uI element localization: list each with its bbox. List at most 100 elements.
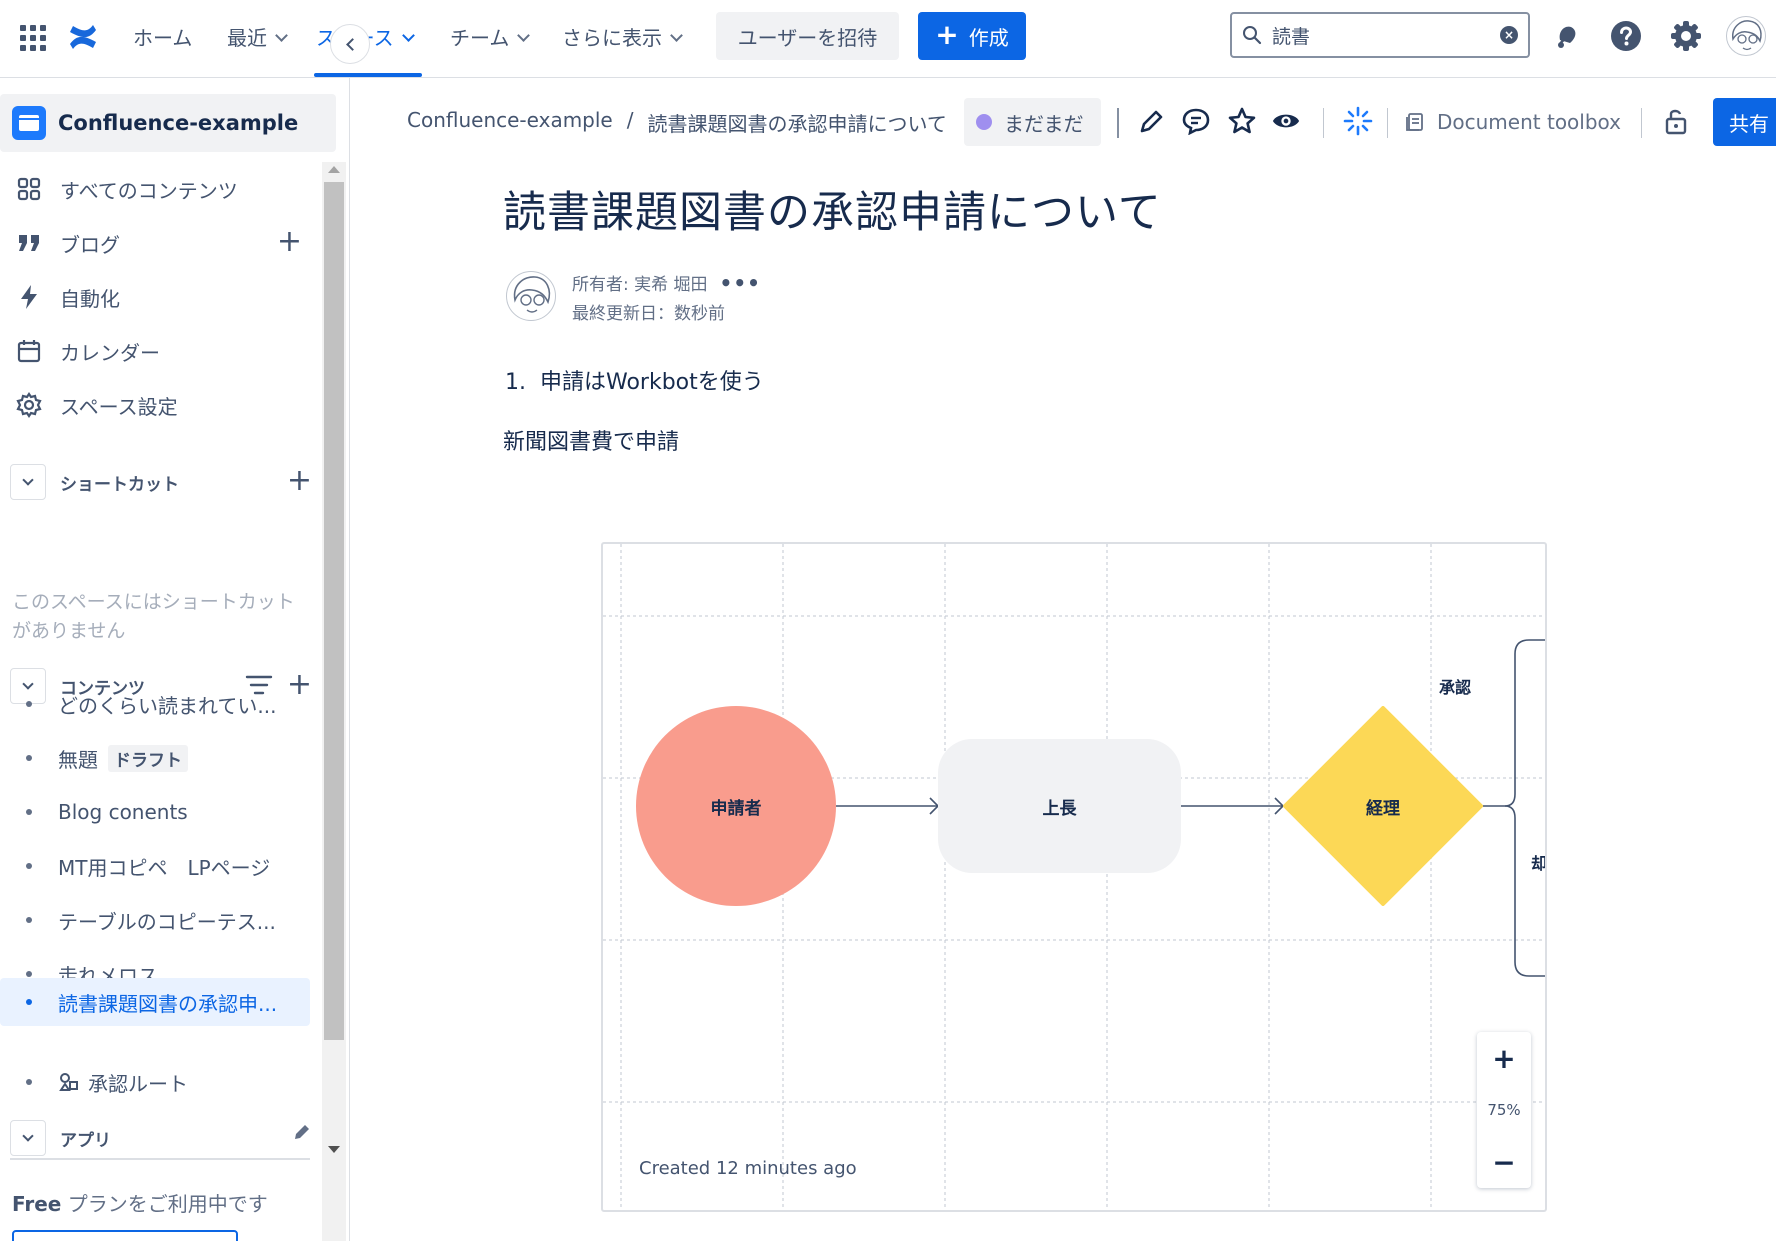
zoom-out-button[interactable]: − [1492,1145,1516,1179]
lightning-icon [14,284,44,310]
sidebar-item-blog[interactable]: ブログ + [0,218,316,268]
scroll-up-arrow-icon[interactable] [328,166,340,173]
chevron-down-icon [275,29,288,42]
breadcrumb: Confluence-example / 読書課題図書の承認申請について [407,108,947,137]
toolbar-separator [1323,108,1324,138]
search-input[interactable] [1272,24,1490,46]
breadcrumb-space-link[interactable]: Confluence-example [407,108,613,132]
tree-item[interactable]: MT用コピペ LPページ [0,842,310,890]
nav-teams[interactable]: チーム [450,20,531,56]
document-icon [1406,113,1423,131]
space-header[interactable]: Confluence-example [0,94,336,152]
plan-notice: Free プランをご利用中です [12,1192,268,1216]
watch-eye-icon[interactable] [1271,106,1301,136]
plan-upgrade-button[interactable] [12,1230,238,1241]
edit-pencil-icon[interactable] [292,1122,312,1142]
breadcrumb-page-link[interactable]: 読書課題図書の承認申請について [647,112,947,136]
sidebar-item-all-content[interactable]: すべてのコンテンツ [0,164,316,214]
app-switcher-icon[interactable] [20,25,46,51]
more-actions-icon[interactable]: ••• [719,270,761,295]
tree-item[interactable]: 走れメロス [0,950,310,998]
chevron-down-icon [670,29,683,42]
help-icon[interactable] [1608,18,1644,54]
toolbar-separator [1387,108,1388,138]
created-timestamp: Created 12 minutes ago [639,1158,857,1179]
settings-gear-icon[interactable] [1668,18,1704,54]
sidebar-item-space-settings[interactable]: スペース設定 [0,380,316,430]
node-applicant[interactable]: 申請者 [636,706,836,906]
space-name: Confluence-example [58,111,299,135]
notifications-icon[interactable] [1548,18,1584,54]
toolbar-separator [1117,108,1119,138]
apps-toggle-chevron-icon[interactable] [10,1120,46,1156]
sidebar-item-calendar[interactable]: カレンダー [0,326,316,376]
sidebar-divider [10,1158,310,1160]
owner-info: 所有者: 実希 堀田 ••• [572,270,761,296]
gear-icon [14,392,44,418]
draft-badge: ドラフト [108,744,188,772]
whiteboard-icon [59,1073,78,1091]
tree-item[interactable]: テーブルのコピーテス... [0,896,310,944]
page-status-button[interactable]: まだまだ [964,98,1101,146]
comment-icon[interactable] [1181,106,1211,136]
page-title: 読書課題図書の承認申請について [503,188,1162,238]
apps-section-header: アプリ [10,1118,316,1158]
chevron-down-icon [401,29,415,42]
whiteboard-embed[interactable]: 申請者 上長 経理 承認 却 + 75% − Created 12 minute… [601,542,1547,1212]
sidebar-item-automation[interactable]: 自動化 [0,272,316,322]
toolbar-separator [1641,108,1642,138]
edge-label-reject: 却 [1531,854,1547,873]
collapse-sidebar-button[interactable] [330,24,370,64]
quote-icon [14,233,44,253]
confluence-logo-icon[interactable] [66,20,100,54]
content-section-header: コンテンツ + [10,666,316,706]
active-nav-indicator [314,73,422,77]
add-content-icon[interactable]: + [286,667,312,702]
edit-pencil-icon[interactable] [1137,106,1167,136]
add-shortcut-icon[interactable]: + [286,463,312,498]
grid-icon [14,177,44,201]
plus-icon: + [935,17,959,51]
nav-home[interactable]: ホーム [133,26,193,50]
tree-item[interactable]: 無題ドラフト [0,734,310,782]
search-icon [1243,26,1262,45]
zoom-controls: + 75% − [1477,1032,1531,1188]
document-toolbox-button[interactable]: Document toolbox [1405,98,1621,146]
nav-recent[interactable]: 最近 [227,20,288,56]
scroll-down-arrow-icon[interactable] [328,1146,340,1153]
zoom-in-button[interactable]: + [1492,1041,1516,1075]
shortcuts-toggle-chevron-icon[interactable] [10,464,46,500]
chevron-down-icon [517,29,531,42]
shortcuts-section-header: ショートカット + [10,462,316,502]
tree-item[interactable]: どのくらい読まれてい... [0,680,310,728]
sidebar-scrollbar-thumb[interactable] [324,182,344,1040]
node-accounting-diamond[interactable]: 経理 [1283,706,1483,906]
tree-item-whiteboard[interactable]: 承認ルート [0,1058,310,1106]
nav-more[interactable]: さらに表示 [562,20,683,56]
share-button[interactable]: 共有 [1713,98,1776,146]
calendar-icon [14,339,44,363]
body-paragraph: 新聞図書費で申請 [503,430,680,455]
node-boss[interactable]: 上長 [938,739,1181,873]
add-blog-icon[interactable]: + [276,224,302,259]
chevron-left-icon [345,37,359,51]
tree-item-current-page[interactable]: 読書課題図書の承認申... [0,978,310,1026]
breadcrumb-separator: / [626,108,634,132]
restrictions-lock-icon[interactable] [1661,106,1691,136]
last-updated: 最終更新日：数秒前 [572,304,725,324]
edge-label-approve: 承認 [1439,678,1472,697]
clear-search-icon[interactable]: × [1500,26,1518,44]
star-icon[interactable] [1227,106,1257,136]
author-avatar[interactable] [506,271,556,321]
loading-spinner-icon[interactable] [1343,106,1373,136]
top-navigation: ホーム 最近 スペース チーム さらに表示 ユーザーを招待 + 作成 × [0,0,1776,78]
create-button[interactable]: + 作成 [918,12,1026,60]
shortcuts-empty-message: このスペースにはショートカットがありません [12,591,295,642]
search-box[interactable]: × [1230,12,1530,58]
main-content: Confluence-example / 読書課題図書の承認申請について まだま… [351,78,1776,1241]
invite-users-button[interactable]: ユーザーを招待 [716,12,899,60]
tree-item[interactable]: Blog conents [0,788,310,836]
filter-icon[interactable] [245,674,273,696]
status-dot-icon [976,114,992,130]
user-avatar[interactable] [1726,16,1766,56]
